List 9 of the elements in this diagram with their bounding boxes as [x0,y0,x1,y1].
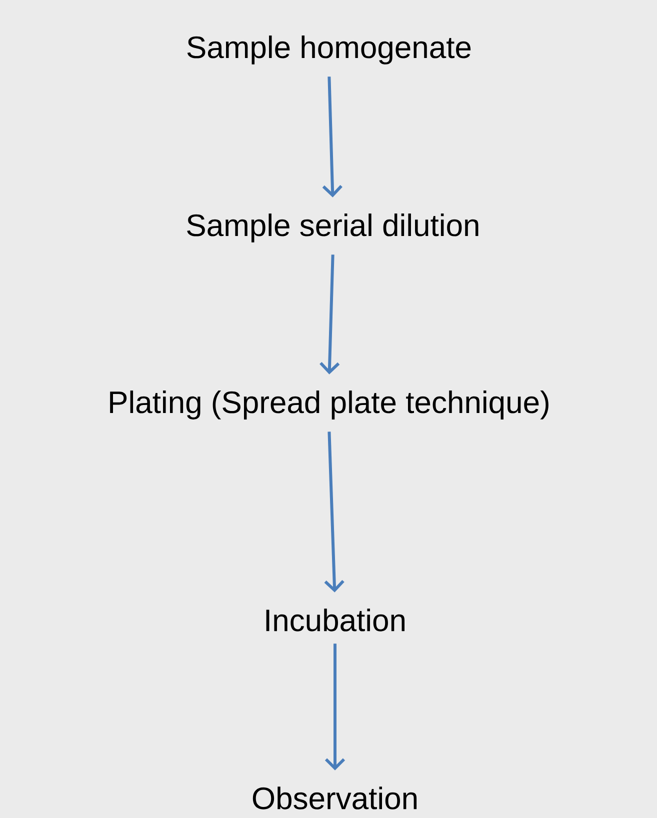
step-label: Incubation [266,608,404,632]
step-label: Sample serial dilution [187,214,478,242]
step-label: Observation [252,786,417,810]
arrow [322,76,342,198]
step-label: Sample homogenate [187,36,471,64]
arrow [324,432,344,592]
arrow [324,644,346,770]
step-label: Plating (Spread plate technique) [110,390,548,420]
arrow [320,254,340,374]
